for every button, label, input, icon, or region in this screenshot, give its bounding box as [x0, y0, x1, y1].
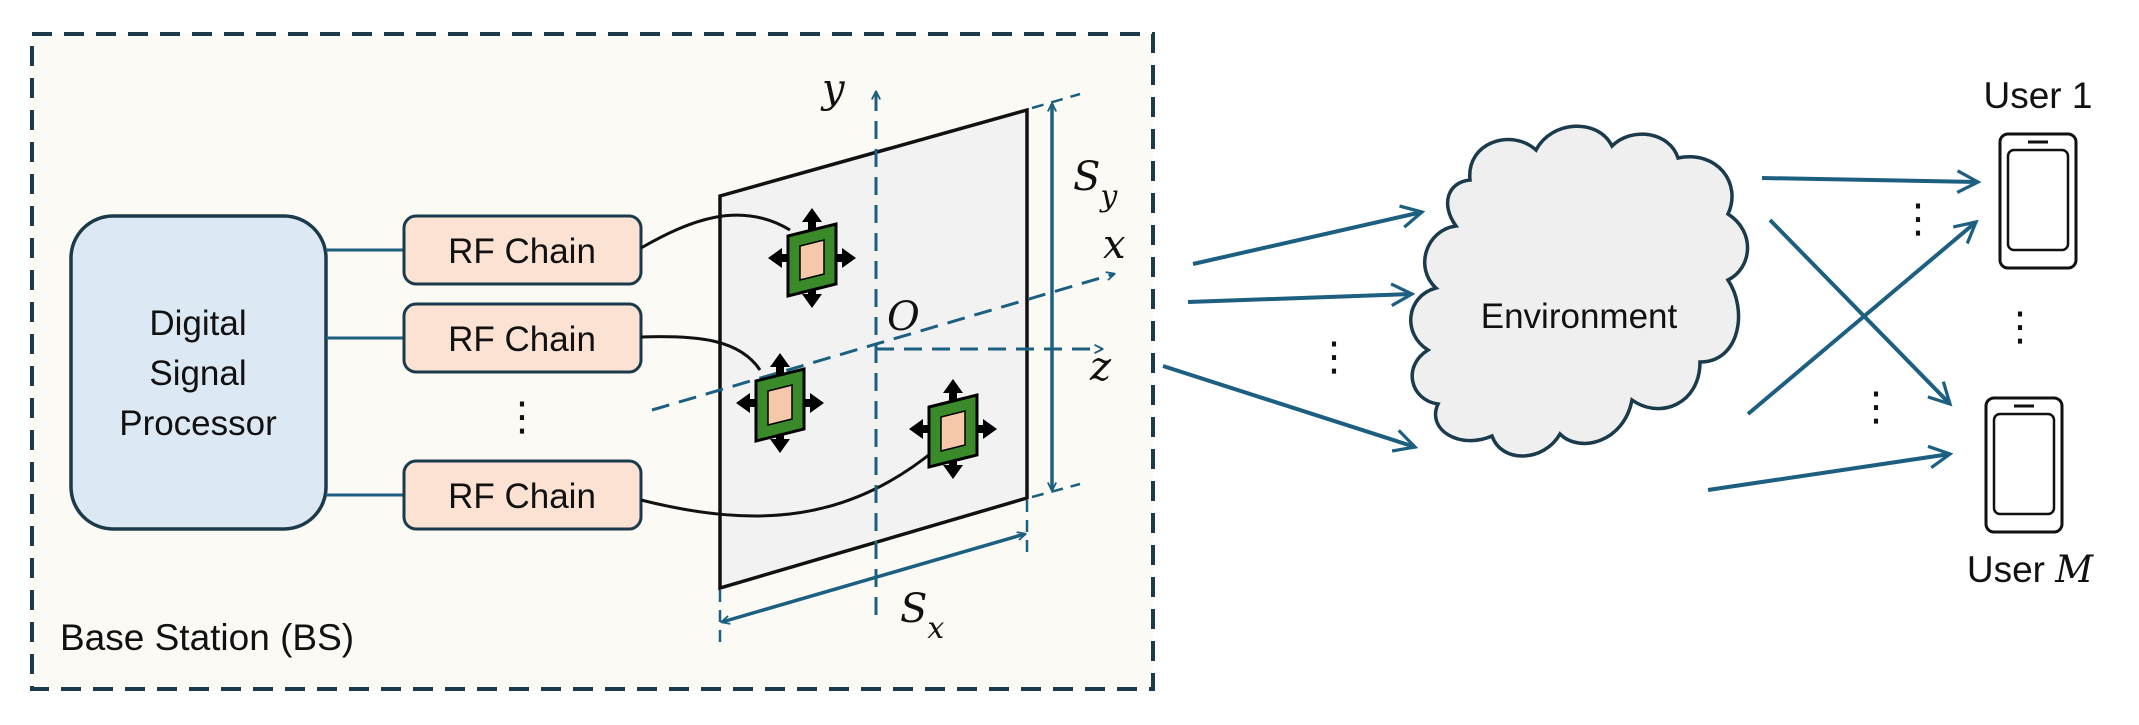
dsp-label-line2: Signal [149, 354, 246, 393]
rx-arrow-1 [1761, 178, 1978, 182]
y-axis-label: y [820, 66, 846, 112]
user-1-phone-icon [1998, 132, 2078, 270]
cable-3 [640, 448, 936, 518]
rx-arrow-2 [1746, 222, 1976, 416]
tx-arrow-1 [1192, 212, 1422, 266]
tx-arrow-2 [1187, 294, 1412, 302]
origin-label: O [887, 294, 920, 340]
rf-chain-2-label: RF Chain [448, 320, 596, 359]
cable-2 [640, 335, 762, 371]
rf-chain-1-label: RF Chain [448, 232, 596, 271]
dsp-label-line1: Digital [149, 304, 246, 343]
user-m-phone-icon [1984, 396, 2064, 534]
rx-ellipsis-top: ⋮ [1898, 197, 1938, 241]
environment-label: Environment [1481, 297, 1678, 336]
cable-1 [640, 213, 791, 250]
dsp-label-line3: Processor [119, 404, 277, 443]
rf-chain-3-label: RF Chain [448, 477, 596, 516]
rf-ellipsis: ⋮ [502, 395, 542, 439]
rf-chain-3 [402, 459, 643, 531]
rx-arrow-3 [1768, 218, 1950, 404]
rf-chain-2 [402, 302, 643, 374]
z-axis-label: z [1089, 344, 1112, 390]
user-1-label: User 1 [1984, 75, 2093, 116]
user-m-label: User M [1967, 548, 2094, 591]
user-ellipsis: ⋮ [2000, 305, 2040, 349]
environment-cloud [1409, 124, 1750, 458]
rx-ellipsis-bottom: ⋮ [1856, 385, 1896, 429]
x-axis [651, 274, 1114, 412]
dsp-box [69, 214, 328, 531]
tx-arrow-3 [1162, 364, 1415, 447]
rf-chain-1 [402, 214, 643, 286]
sx-label: Sx [900, 586, 944, 646]
sy-label: Sy [1073, 154, 1118, 214]
x-axis-label: x [1103, 222, 1126, 268]
rx-arrow-4 [1707, 454, 1950, 492]
sx-dimension-arrow [722, 534, 1025, 622]
sy-ext-top [1031, 92, 1081, 110]
tx-ellipsis: ⋮ [1314, 335, 1354, 379]
base-station-label: Base Station (BS) [60, 617, 354, 658]
